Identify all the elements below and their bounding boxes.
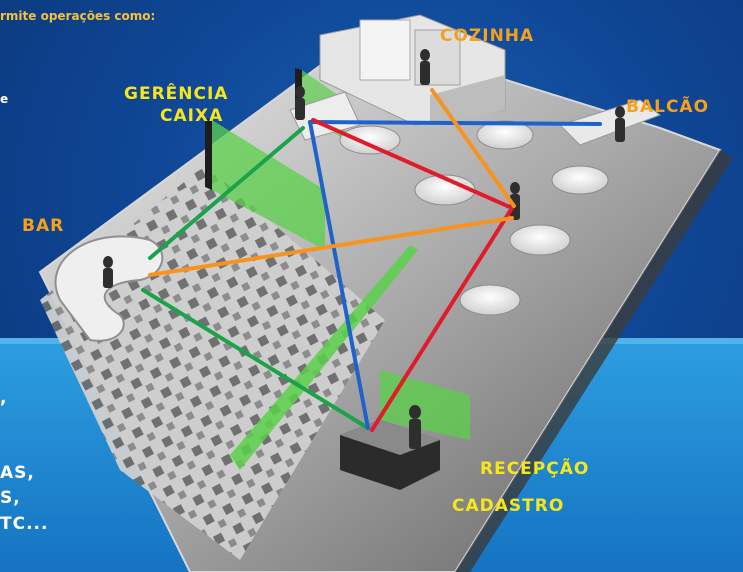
left-wall — [205, 118, 212, 190]
label-cozinha: COZINHA — [440, 26, 535, 46]
bar-counter — [54, 235, 164, 342]
panel-line-1: , — [0, 388, 8, 408]
glass-partition — [212, 120, 325, 250]
panel-line-4: TC... — [0, 514, 49, 534]
panel-line-2: AS, — [0, 463, 35, 483]
intro-fragment: e — [0, 92, 9, 106]
line-bar-gerencia — [148, 126, 305, 260]
balcao-counter — [559, 99, 662, 146]
connection-lines — [141, 88, 602, 432]
label-caixa: CAIXA — [160, 106, 224, 126]
label-balcao: BALCÃO — [626, 97, 710, 117]
label-cadastro: CADASTRO — [452, 496, 565, 516]
line-cozinha-mesas — [430, 88, 516, 208]
label-recepcao: RECEPÇÃO — [480, 459, 590, 479]
label-bar: BAR — [22, 216, 65, 236]
green-divider — [230, 245, 418, 470]
line-bar-mesas — [148, 216, 514, 277]
intro-text: rmite operações como: — [0, 9, 156, 23]
tables — [339, 120, 609, 316]
label-gerencia: GERÊNCIA — [124, 84, 229, 104]
people — [103, 49, 625, 449]
line-gerencia-mesas — [311, 118, 514, 210]
line-gerencia-recepcao — [308, 120, 370, 430]
panel-line-3: S, — [0, 488, 21, 508]
line-bar-recepcao — [141, 288, 370, 430]
line-mesas-recepcao — [370, 206, 514, 432]
